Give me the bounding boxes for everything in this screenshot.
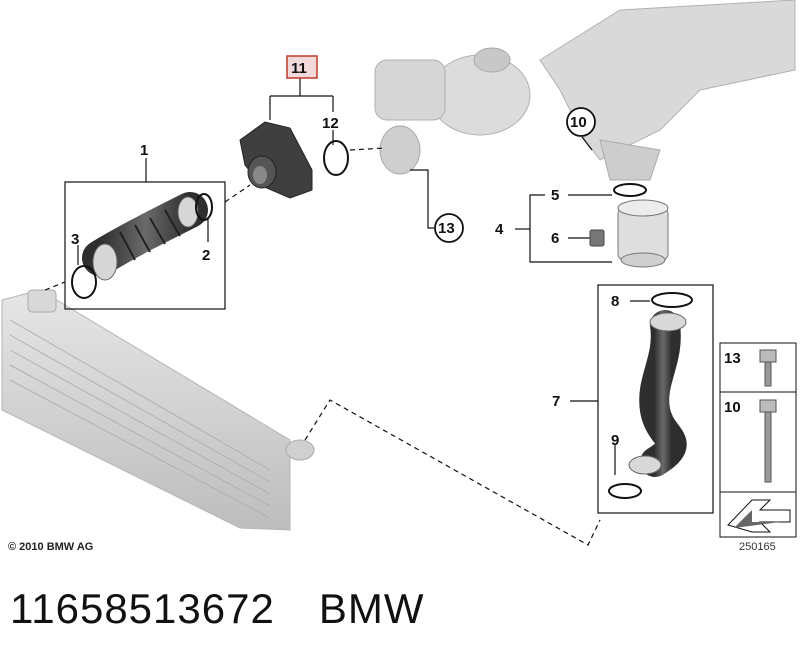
legend-label-13: 13 [724,350,741,367]
callout-8: 8 [611,293,619,310]
callout-7: 7 [552,393,560,410]
bolt-13-icon [759,349,777,387]
callout-13-circle [434,213,464,243]
resonator [239,121,313,199]
o-ring-12 [323,140,349,176]
legend-panel: 13 10 [719,342,797,538]
group-7-box [597,284,714,514]
o-ring-8 [651,292,693,308]
dashed-connectors [44,147,601,546]
o-ring-2 [195,193,213,221]
o-ring-3 [71,265,97,299]
charge-air-hose [82,192,208,281]
callout-9: 9 [611,432,619,449]
footer-caption: 11658513672 BMW [10,585,424,633]
intercooler [1,289,315,531]
callout-2: 2 [202,247,210,264]
brand-name: BMW [318,585,425,632]
o-rings [71,140,693,499]
callout-1: 1 [140,142,148,159]
diagram-reference-number: 250165 [739,541,776,553]
callout-10-circle [566,107,596,137]
legend-label-10: 10 [724,399,741,416]
o-ring-9 [608,483,642,499]
callout-11-highlight [286,55,318,79]
callout-13: 13 [438,220,455,237]
turbocharger [374,47,531,175]
o-ring-5 [613,183,647,197]
intake-manifold [539,0,796,181]
callout-5: 5 [551,187,559,204]
sensor-6 [589,229,605,247]
copyright-text: © 2010 BMW AG [8,541,94,553]
throttle-connector [589,199,669,268]
group-1-box [64,181,226,310]
callout-10: 10 [570,114,587,131]
callout-6: 6 [551,230,559,247]
part-number: 11658513672 [10,585,275,632]
callout-3: 3 [71,231,79,248]
callout-11: 11 [291,60,307,77]
arrow-icon [727,499,791,533]
charge-pipe [628,310,687,477]
callout-4: 4 [495,221,504,238]
bolt-10-icon [759,399,777,483]
callout-12: 12 [322,115,339,132]
